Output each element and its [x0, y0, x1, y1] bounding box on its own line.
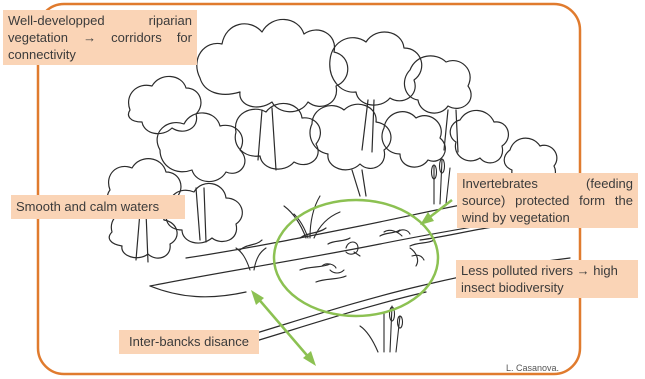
riparian-vegetation-text: Well-developped riparian vegetation → co… [8, 12, 192, 63]
inter-banks-distance-text: Inter-bancks disance [124, 332, 254, 352]
invertebrates-text: Invertebrates (feeding source) protected… [462, 175, 633, 226]
calm-waters-label: Smooth and calm waters [11, 195, 185, 219]
polluted-rivers-text: Less polluted rivers → high insect biodi… [461, 262, 633, 296]
bird-icon [322, 230, 424, 273]
habitat-highlight-circle [274, 200, 438, 316]
calm-waters-text: Smooth and calm waters [16, 197, 180, 217]
inter-banks-distance-arrow [251, 290, 316, 366]
invertebrates-label: Invertebrates (feeding source) protected… [457, 173, 638, 228]
illustration-credit: L. Casanova. [506, 363, 559, 373]
inter-banks-distance-label: Inter-bancks disance [119, 330, 259, 354]
polluted-rivers-label: Less polluted rivers → high insect biodi… [456, 260, 638, 298]
riparian-vegetation-label: Well-developped riparian vegetation → co… [3, 10, 197, 65]
